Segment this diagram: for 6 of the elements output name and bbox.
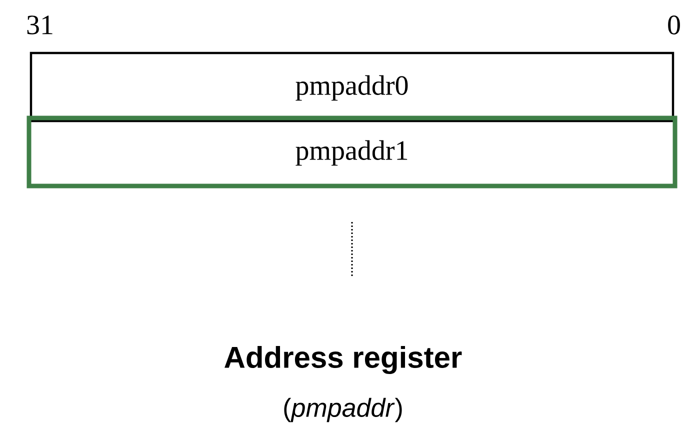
register-box: pmpaddr0 xyxy=(30,52,674,122)
caption-title: Address register xyxy=(224,346,462,374)
bit-index: 31 xyxy=(27,16,52,34)
register-box: pmpaddr1 xyxy=(26,116,678,188)
caption-subtitle: (pmpaddr) xyxy=(284,398,402,422)
bit-index: 0 xyxy=(668,16,680,34)
